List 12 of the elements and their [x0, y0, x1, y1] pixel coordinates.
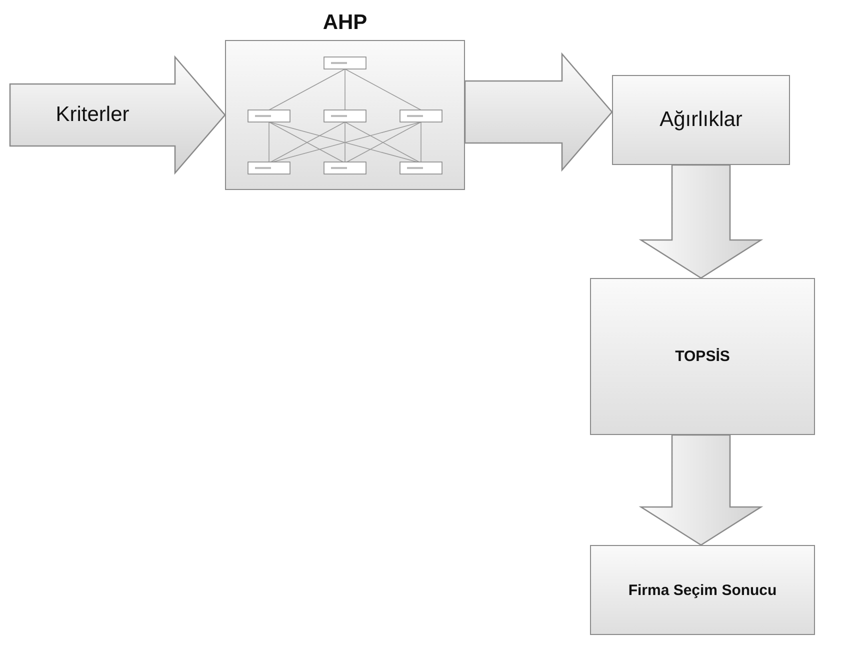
block-arrow — [464, 52, 613, 172]
arrow-label: Kriterler — [56, 103, 130, 127]
box-label: Ağırlıklar — [660, 108, 742, 132]
result-box — [590, 545, 815, 635]
block-arrow — [9, 55, 226, 175]
box-label: Firma Seçim Sonucu — [628, 582, 777, 598]
process-box — [612, 75, 790, 165]
block-arrow — [638, 164, 764, 279]
heading: AHP — [322, 11, 368, 35]
box-label: TOPSİS — [675, 348, 730, 365]
block-arrow — [638, 434, 764, 546]
process-box — [590, 278, 815, 435]
